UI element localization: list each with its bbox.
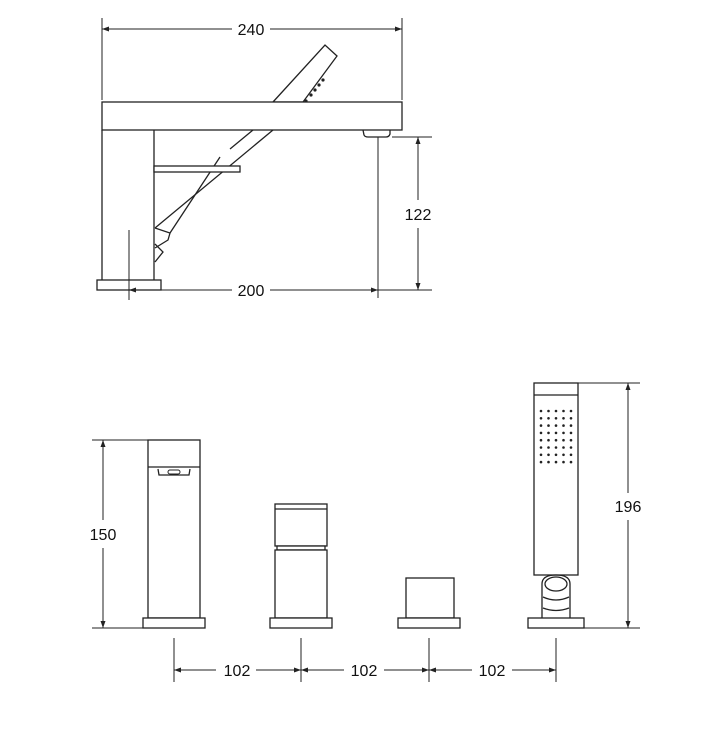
dim-label-102-c: 102 xyxy=(479,663,506,680)
hose-side xyxy=(154,129,274,263)
dimension-spacing: 102 102 102 xyxy=(173,638,557,682)
mixer-handle-front xyxy=(269,503,333,629)
spray-nozzles-icon xyxy=(539,409,573,464)
spout-body xyxy=(101,101,403,131)
dim-label-102-a: 102 xyxy=(224,663,251,680)
dimension-front-spout-height: 150 xyxy=(90,439,148,629)
dim-label-150: 150 xyxy=(90,527,117,544)
lever-handle xyxy=(153,165,241,173)
dimension-spout-projection: 200 xyxy=(129,283,378,300)
diverter-front xyxy=(397,577,461,629)
dim-label-240: 240 xyxy=(238,22,265,39)
side-view: 240 xyxy=(96,18,432,300)
handshower-holder xyxy=(541,574,571,618)
dim-label-200: 200 xyxy=(238,283,265,300)
dim-label-122: 122 xyxy=(405,207,432,224)
handshower-side xyxy=(271,44,338,103)
dimension-spout-height: 122 xyxy=(377,136,432,298)
dimension-overall-width: 240 xyxy=(101,18,403,100)
front-view: 150 xyxy=(90,382,642,682)
dimension-handshower-height: 196 xyxy=(578,382,642,629)
spout-front xyxy=(142,439,206,629)
dim-label-196: 196 xyxy=(615,499,642,516)
aerator-outlet xyxy=(362,129,391,138)
handshower-front xyxy=(527,382,585,629)
dim-label-102-b: 102 xyxy=(351,663,378,680)
